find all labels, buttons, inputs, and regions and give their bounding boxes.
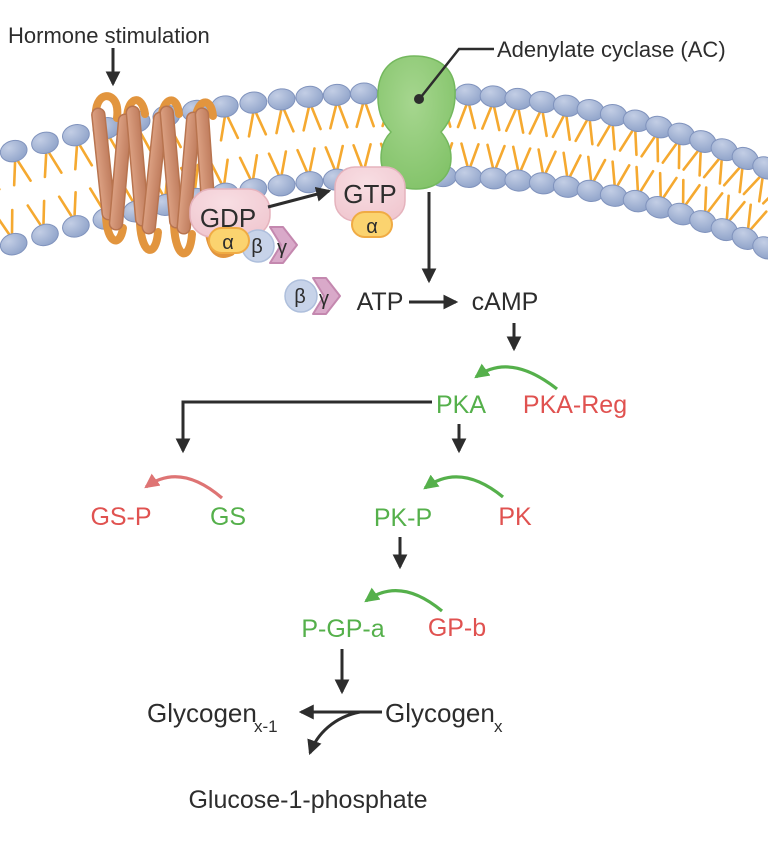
g-protein-gdp-complex: GDP α β γ <box>189 188 298 264</box>
alpha-label-gtp: α <box>366 216 378 238</box>
glycogen-x-subscript: x <box>494 717 503 736</box>
adenylate-cyclase-shape <box>377 55 456 190</box>
alpha-subunit <box>208 227 250 254</box>
lipid-head <box>504 169 533 192</box>
lipid-head <box>752 156 768 180</box>
lipid-head <box>62 123 90 147</box>
gamma-label: γ <box>277 237 287 259</box>
glucose-1-phosphate-label: Glucose-1-phosphate <box>188 786 427 814</box>
gs-label: GS <box>210 503 246 531</box>
lipid-head <box>454 83 483 106</box>
alpha-subunit-gtp <box>351 211 393 238</box>
arc-pkareg-to-pka <box>474 363 558 391</box>
gamma-label-free: γ <box>319 288 329 310</box>
g-protein-gtp-complex: GTP α <box>334 166 406 238</box>
lipid-head <box>479 167 508 190</box>
alpha-label: α <box>222 232 234 254</box>
lipid-head <box>267 174 296 197</box>
arc-gs-to-gsp <box>144 473 224 500</box>
lipid-head <box>295 171 324 194</box>
gp-b-label: GP-b <box>428 614 486 642</box>
gtp-label: GTP <box>343 179 396 209</box>
gamma-subunit-free <box>312 277 341 315</box>
p-gp-a-label: P-GP-a <box>301 615 384 643</box>
glycogen-x1-label: Glycogen <box>147 698 257 728</box>
free-beta-gamma-dimer: β γ <box>284 277 341 315</box>
pk-label: PK <box>498 503 532 531</box>
lipid-head <box>0 232 28 256</box>
camp-label: cAMP <box>472 288 539 316</box>
lipid-head <box>0 139 28 163</box>
lipid-head <box>31 223 59 247</box>
lipid-head <box>528 172 557 195</box>
lipid-head <box>479 85 508 108</box>
lipid-head <box>295 85 324 108</box>
arrow-gdp-to-gtp <box>267 186 332 209</box>
pk-p-label: PK-P <box>374 504 432 532</box>
ac-leader-dot <box>414 94 424 104</box>
beta-label: β <box>251 236 263 258</box>
gamma-subunit <box>269 226 298 264</box>
beta-subunit-free <box>284 279 318 313</box>
beta-label-free: β <box>294 286 306 308</box>
adenylate-cyclase-label: Adenylate cyclase (AC) <box>497 37 726 62</box>
lipid-head <box>528 90 557 114</box>
lipid-head <box>504 87 533 110</box>
pka-reg-label: PKA-Reg <box>523 391 627 419</box>
arrow-pka-left-branch <box>175 400 432 454</box>
ac-leader-line <box>420 47 494 98</box>
arc-pk-to-pkp <box>423 474 505 499</box>
gs-p-label: GS-P <box>90 503 151 531</box>
glycogen-x-label: Glycogen <box>385 698 495 728</box>
lipid-head <box>349 82 378 105</box>
atp-label: ATP <box>357 288 404 316</box>
lipid-head <box>62 215 90 238</box>
lipid-head <box>267 88 296 111</box>
pka-label: PKA <box>436 391 486 419</box>
arrow-to-glucose-1-phosphate <box>307 710 361 756</box>
lipid-head <box>322 83 351 106</box>
arc-gpb-to-pgpa <box>364 587 444 613</box>
glycogen-x1-subscript: x-1 <box>254 717 278 736</box>
lipid-head <box>454 165 483 188</box>
hormone-stimulation-label: Hormone stimulation <box>8 23 210 48</box>
gdp-label: GDP <box>200 203 256 233</box>
black-arrows <box>105 48 522 756</box>
lipid-head <box>752 236 768 260</box>
lipid-head <box>239 91 268 114</box>
lipid-tail <box>761 196 768 205</box>
lipid-head <box>31 131 59 155</box>
